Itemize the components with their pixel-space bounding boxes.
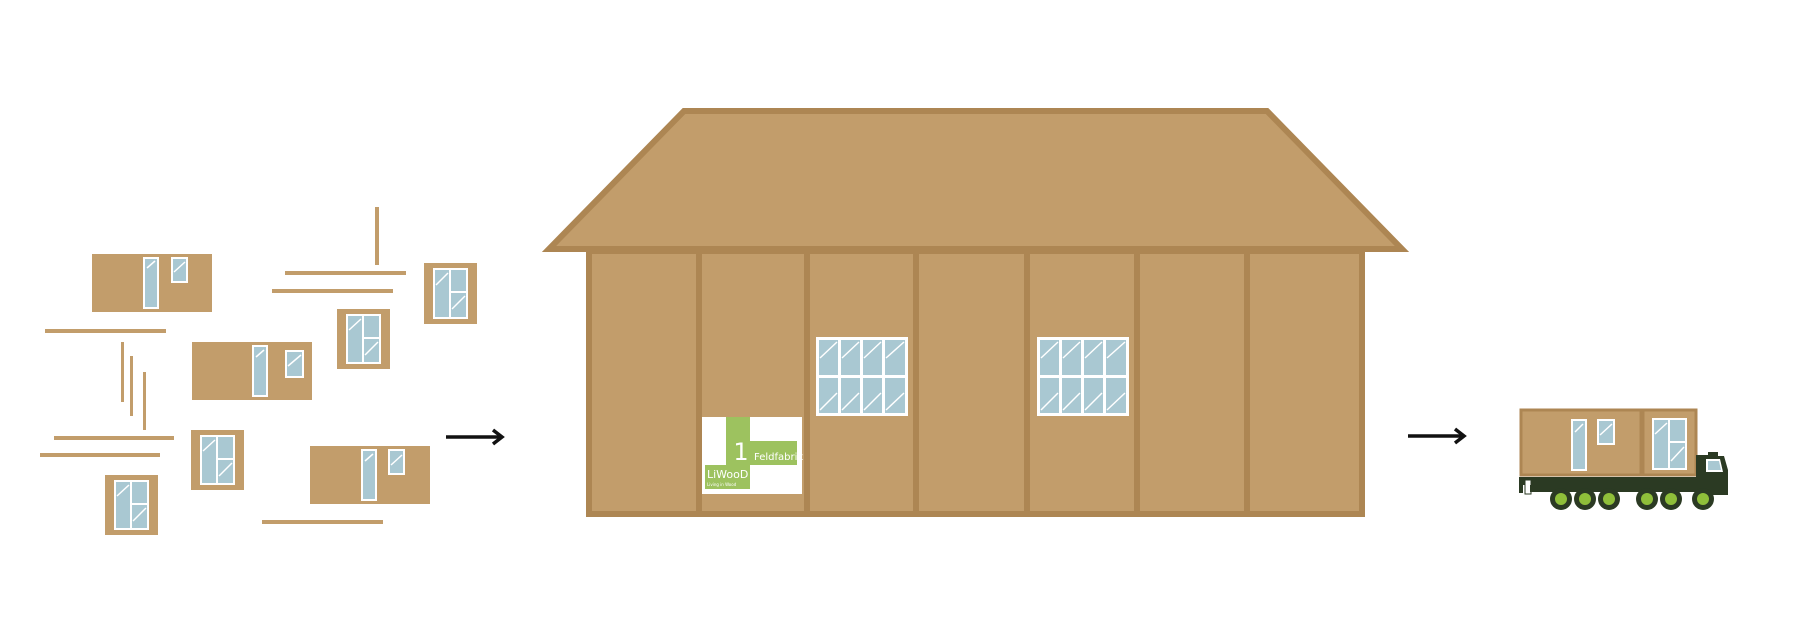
plank <box>272 289 393 293</box>
wall-panel <box>310 446 430 504</box>
truck-icon <box>1519 408 1728 510</box>
arrow-right-icon <box>1408 427 1467 445</box>
beam-vertical <box>143 372 146 430</box>
plank <box>40 453 160 457</box>
roof <box>541 108 1410 252</box>
plank <box>54 436 174 440</box>
truck-wheels <box>1550 488 1714 510</box>
factory-hall: 1 Feldfabrik LiWooD Living in Wood <box>541 108 1410 517</box>
loose-components <box>40 207 477 535</box>
beam-vertical <box>130 356 133 416</box>
window-panel <box>337 309 390 369</box>
beam-vertical <box>375 207 379 265</box>
plank <box>45 329 166 333</box>
module <box>1641 408 1698 477</box>
module <box>1519 408 1643 477</box>
logo-brand: LiWooD <box>707 468 748 481</box>
liwood-logo-sign: 1 Feldfabrik LiWooD Living in Wood <box>702 417 803 494</box>
hall-posts <box>696 251 1250 514</box>
wall-panel <box>92 254 212 312</box>
window-panel <box>191 430 244 490</box>
trailer-bed <box>1519 477 1699 485</box>
window-panel <box>105 475 158 535</box>
beam-vertical <box>121 342 124 402</box>
logo-number: 1 <box>733 438 748 466</box>
plank <box>262 520 383 524</box>
arrow-right-icon <box>446 428 505 446</box>
hall-window <box>1037 337 1129 416</box>
logo-tagline: Living in Wood <box>707 482 737 487</box>
window-panel <box>424 263 477 324</box>
hall-window <box>816 337 908 416</box>
wall-panel <box>192 342 312 400</box>
logo-product: Feldfabrik <box>754 452 803 463</box>
plank <box>285 271 406 275</box>
